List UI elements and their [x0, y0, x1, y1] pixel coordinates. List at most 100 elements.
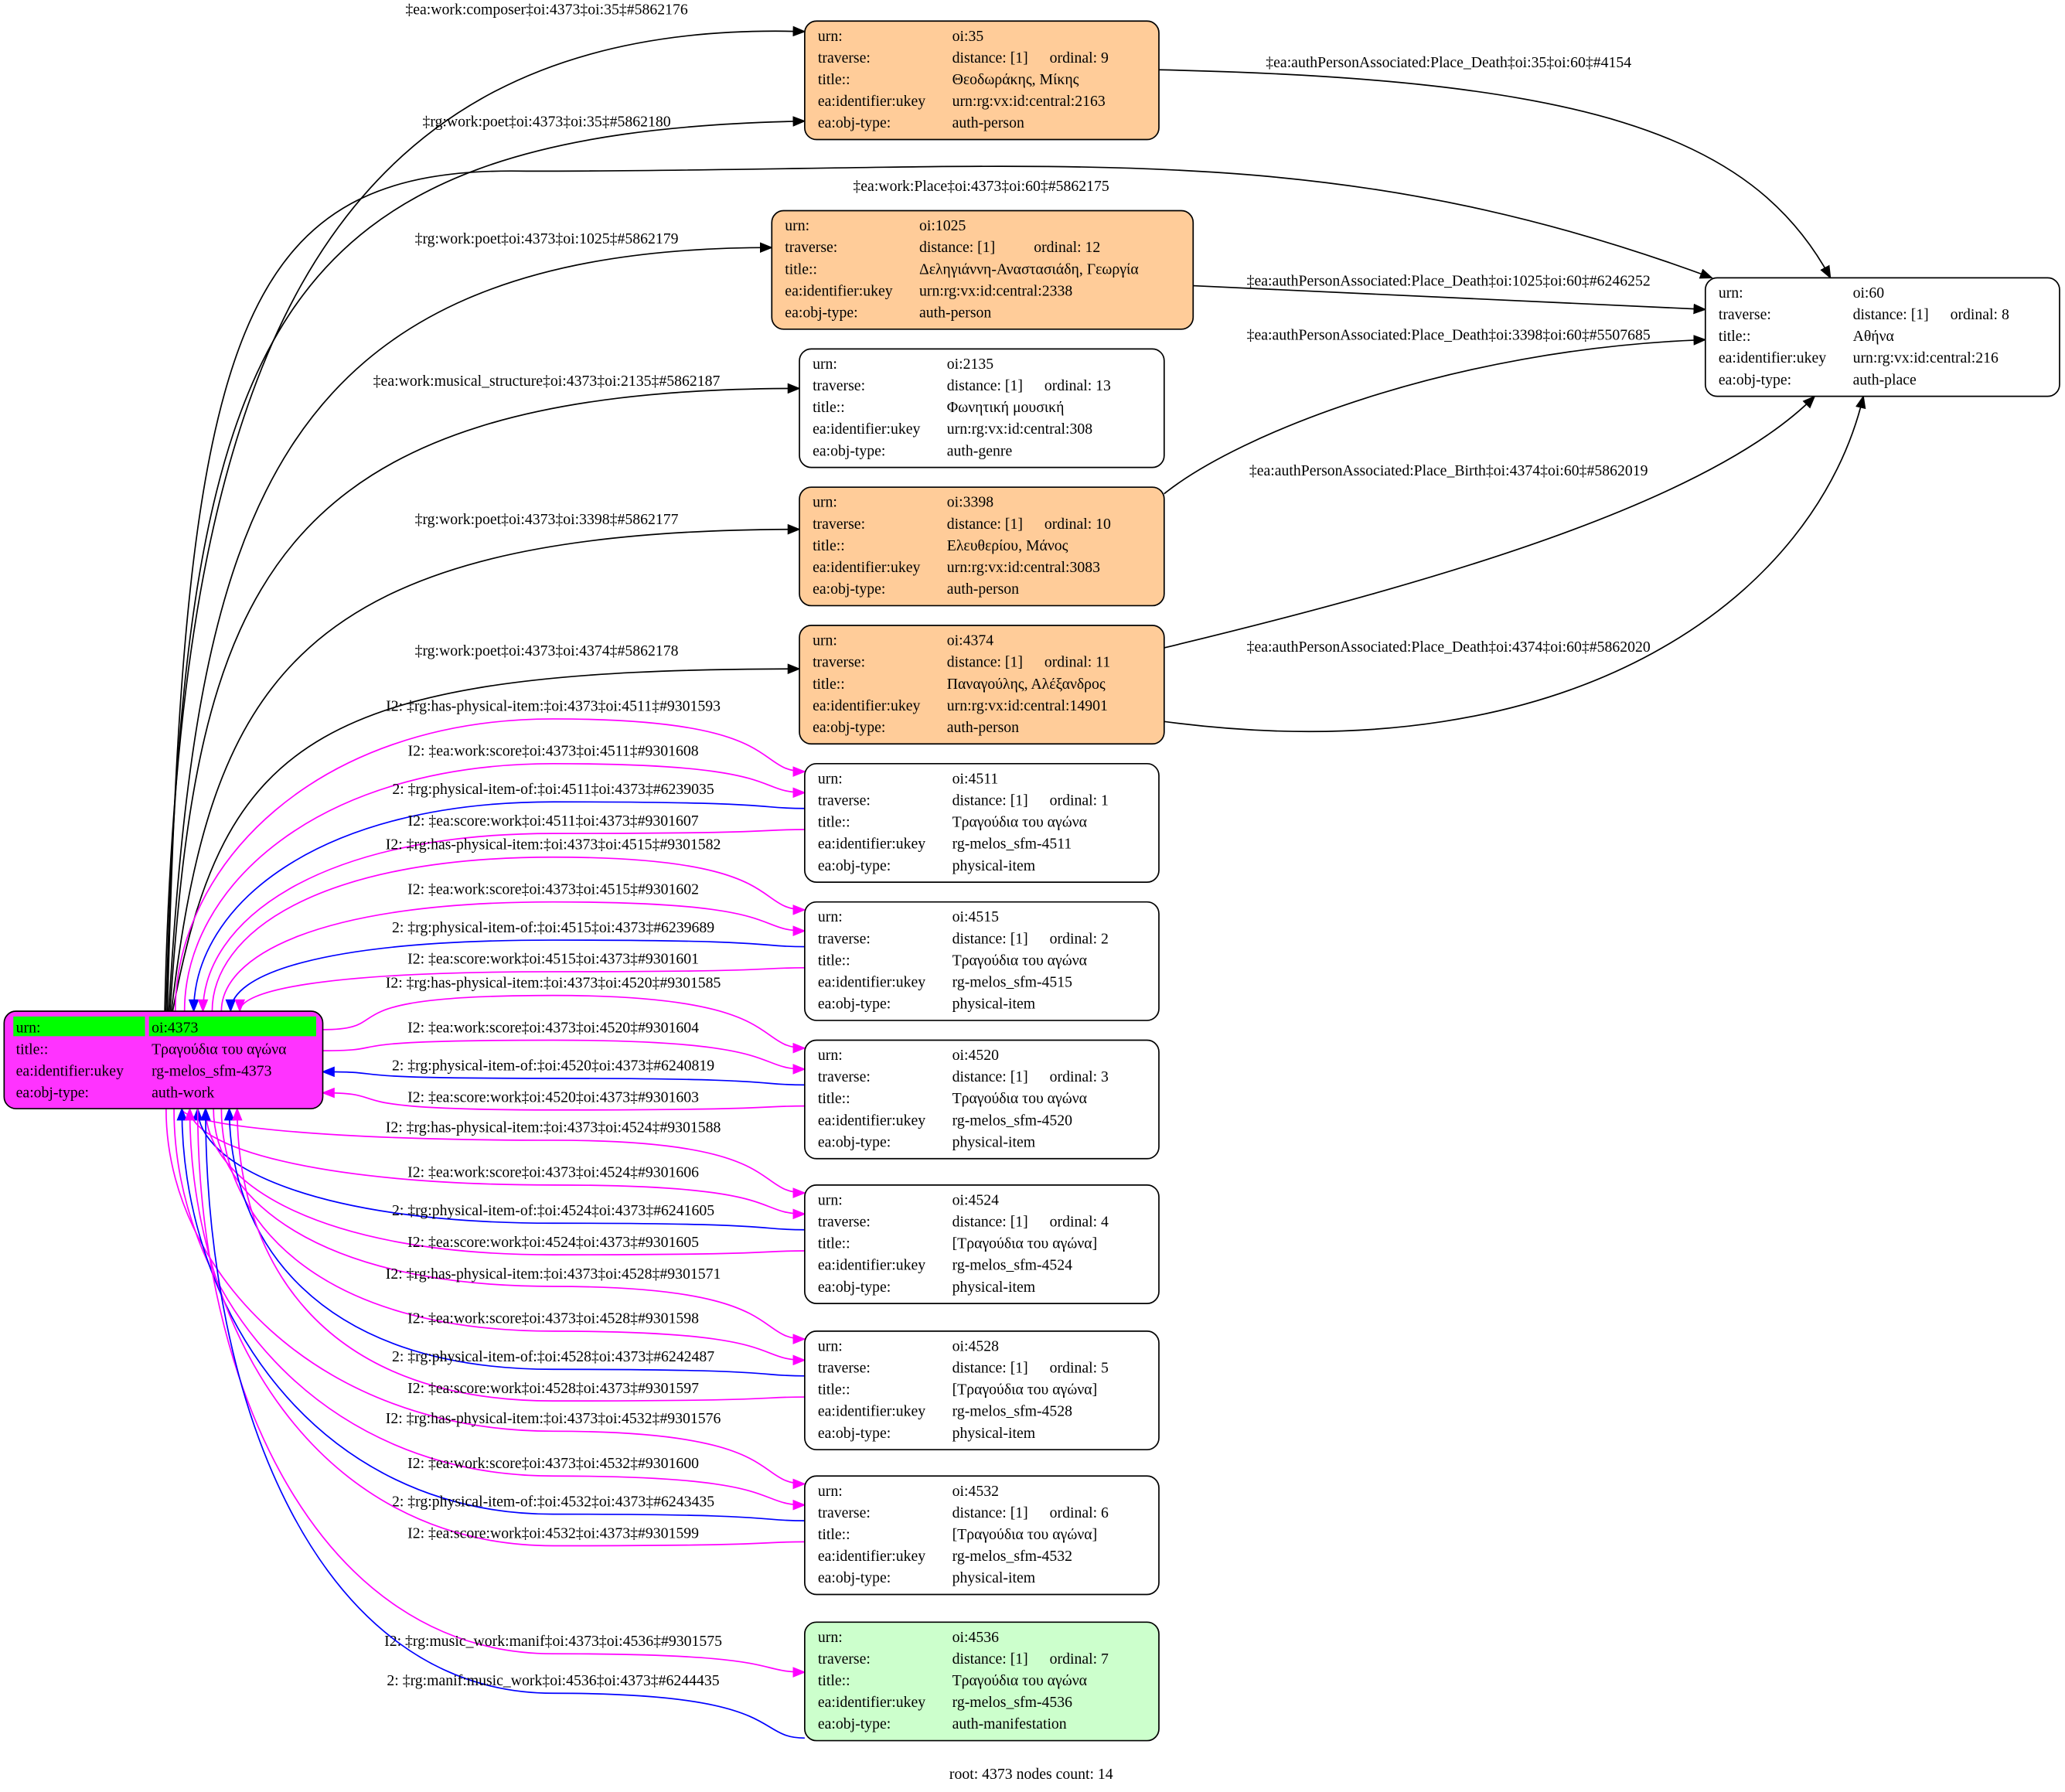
- edge[interactable]: I2: ‡ea:score:work‡oi:4511‡oi:4373‡#9301…: [197, 813, 805, 1013]
- edge[interactable]: I2: ‡rg:music_work:manif‡oi:4373‡oi:4536…: [196, 1109, 806, 1678]
- edge-line: [169, 383, 801, 1012]
- field-value-urn: oi:4520: [952, 1047, 999, 1064]
- field-value-distance: distance: [1]: [952, 49, 1028, 66]
- edge[interactable]: I2: ‡ea:score:work‡oi:4532‡oi:4373‡#9301…: [184, 1107, 805, 1547]
- field-value-ukey: rg-melos_sfm-4524: [952, 1257, 1073, 1274]
- field-value-ordinal: ordinal: 4: [1050, 1213, 1109, 1230]
- field-value-objtype: physical-item: [952, 1569, 1036, 1586]
- edge-line: [234, 966, 805, 1013]
- field-label: ea:identifier:ukey: [818, 1694, 925, 1711]
- edge[interactable]: ‡rg:work:poet‡oi:4373‡oi:3398‡#5862177: [170, 511, 801, 1012]
- edge[interactable]: I2: ‡rg:has-physical-item:‡oi:4373‡oi:45…: [213, 1109, 806, 1344]
- edge[interactable]: 2: ‡rg:physical-item-of:‡oi:4524‡oi:4373…: [192, 1107, 805, 1231]
- edge-line: [174, 718, 806, 1012]
- edge[interactable]: I2: ‡rg:has-physical-item:‡oi:4373‡oi:45…: [322, 974, 806, 1054]
- field-label: title::: [1719, 328, 1751, 345]
- edge[interactable]: ‡ea:authPersonAssociated:Place_Death‡oi:…: [1164, 394, 1866, 733]
- edge[interactable]: I2: ‡rg:has-physical-item:‡oi:4373‡oi:45…: [181, 1108, 806, 1198]
- field-label: traverse:: [818, 1068, 871, 1085]
- edge-label: I2: ‡rg:has-physical-item:‡oi:4373‡oi:45…: [386, 1410, 721, 1427]
- field-value-ordinal: ordinal: 7: [1050, 1651, 1109, 1668]
- edge-label: ‡ea:work:composer‡oi:4373‡oi:35‡#5862176: [405, 2, 687, 19]
- field-value-ordinal: ordinal: 9: [1050, 49, 1109, 66]
- edge-label: I2: ‡ea:work:score‡oi:4373‡oi:4520‡#9301…: [407, 1019, 699, 1036]
- edge-label: I2: ‡ea:work:score‡oi:4373‡oi:4511‡#9301…: [407, 743, 698, 760]
- edge[interactable]: I2: ‡rg:has-physical-item:‡oi:4373‡oi:45…: [174, 698, 806, 1012]
- edge[interactable]: I2: ‡ea:work:score‡oi:4373‡oi:4515‡#9301…: [220, 881, 806, 1012]
- edge[interactable]: ‡rg:work:poet‡oi:4373‡oi:4374‡#5862178: [172, 642, 801, 1012]
- field-value-title: Τραγούδια του αγώνα: [952, 814, 1087, 831]
- field-label: ea:identifier:ukey: [785, 282, 892, 299]
- field-value-distance: distance: [1]: [952, 1504, 1028, 1521]
- edge-line: [1164, 394, 1866, 733]
- field-label: title::: [813, 399, 845, 416]
- field-value-title: [Τραγούδια του αγώνα]: [952, 1235, 1098, 1252]
- field-label: urn:: [818, 770, 843, 787]
- edge[interactable]: 2: ‡rg:physical-item-of:‡oi:4528‡oi:4373…: [223, 1107, 805, 1377]
- edge-label: I2: ‡ea:score:work‡oi:4515‡oi:4373‡#9301…: [407, 951, 699, 968]
- edge[interactable]: 2: ‡rg:physical-item-of:‡oi:4532‡oi:4373…: [176, 1107, 805, 1522]
- field-label: ea:identifier:ukey: [818, 974, 925, 991]
- field-value-distance: distance: [1]: [919, 239, 995, 256]
- edge[interactable]: I2: ‡ea:score:work‡oi:4515‡oi:4373‡#9301…: [234, 951, 805, 1013]
- edge[interactable]: ‡rg:work:poet‡oi:4373‡oi:1025‡#5862179: [168, 230, 773, 1012]
- edge-label: 2: ‡rg:physical-item-of:‡oi:4528‡oi:4373…: [392, 1348, 714, 1365]
- field-label: traverse:: [818, 1360, 871, 1377]
- edge-line: [172, 663, 801, 1012]
- edge[interactable]: I2: ‡ea:score:work‡oi:4524‡oi:4373‡#9301…: [200, 1107, 805, 1255]
- field-label: ea:obj-type:: [818, 1425, 891, 1442]
- edge[interactable]: I2: ‡ea:work:score‡oi:4373‡oi:4532‡#9301…: [173, 1109, 806, 1511]
- field-label: ea:identifier:ukey: [813, 697, 920, 714]
- edge[interactable]: ‡rg:work:poet‡oi:4373‡oi:35‡#5862180: [165, 114, 806, 1012]
- edge[interactable]: I2: ‡ea:work:score‡oi:4373‡oi:4520‡#9301…: [322, 1019, 806, 1075]
- node-box: [799, 348, 1165, 468]
- edge[interactable]: I2: ‡ea:score:work‡oi:4520‡oi:4373‡#9301…: [321, 1087, 805, 1111]
- edge[interactable]: ‡ea:authPersonAssociated:Place_Death‡oi:…: [1193, 273, 1707, 315]
- field-value-title: Τραγούδια του αγώνα: [952, 1672, 1087, 1689]
- edge[interactable]: ‡ea:authPersonAssociated:Place_Death‡oi:…: [1158, 54, 1832, 279]
- edge[interactable]: I2: ‡ea:work:score‡oi:4373‡oi:4511‡#9301…: [183, 743, 806, 1012]
- edge-line: [231, 1107, 805, 1402]
- field-label: ea:obj-type:: [813, 442, 885, 459]
- edge[interactable]: ‡ea:work:musical_structure‡oi:4373‡oi:21…: [169, 373, 801, 1012]
- edge[interactable]: ‡ea:authPersonAssociated:Place_Death‡oi:…: [1164, 326, 1707, 495]
- edge[interactable]: 2: ‡rg:physical-item-of:‡oi:4520‡oi:4373…: [321, 1058, 805, 1086]
- edge[interactable]: 2: ‡rg:physical-item-of:‡oi:4511‡oi:4373…: [188, 781, 805, 1013]
- edge[interactable]: ‡ea:work:Place‡oi:4373‡oi:60‡#5862175: [166, 165, 1713, 1012]
- edge[interactable]: 2: ‡rg:physical-item-of:‡oi:4515‡oi:4373…: [225, 919, 805, 1013]
- field-label: ea:obj-type:: [813, 719, 885, 736]
- field-label: urn:: [818, 1483, 843, 1500]
- field-value-ukey: rg-melos_sfm-4373: [152, 1062, 272, 1079]
- edge-line: [211, 856, 806, 1012]
- field-value-objtype: physical-item: [952, 996, 1036, 1013]
- edge-label: I2: ‡rg:has-physical-item:‡oi:4373‡oi:45…: [386, 1266, 721, 1283]
- edge[interactable]: 2: ‡rg:manif:music_work‡oi:4536‡oi:4373‡…: [200, 1107, 805, 1739]
- edge[interactable]: I2: ‡rg:has-physical-item:‡oi:4373‡oi:45…: [211, 836, 806, 1012]
- edge-line: [220, 901, 806, 1012]
- edge-line: [213, 1109, 806, 1344]
- field-label: ea:identifier:ukey: [1719, 349, 1826, 366]
- edge[interactable]: I2: ‡rg:has-physical-item:‡oi:4373‡oi:45…: [165, 1109, 806, 1490]
- field-value-ordinal: ordinal: 3: [1050, 1068, 1109, 1085]
- edge[interactable]: ‡ea:authPersonAssociated:Place_Birth‡oi:…: [1164, 395, 1816, 649]
- node-box: [1704, 277, 2060, 397]
- edge[interactable]: I2: ‡ea:score:work‡oi:4528‡oi:4373‡#9301…: [231, 1107, 805, 1402]
- field-value-distance: distance: [1]: [952, 1068, 1028, 1085]
- field-label: urn:: [818, 1629, 843, 1646]
- field-value-urn: oi:4524: [952, 1191, 999, 1208]
- field-label: title::: [16, 1041, 49, 1058]
